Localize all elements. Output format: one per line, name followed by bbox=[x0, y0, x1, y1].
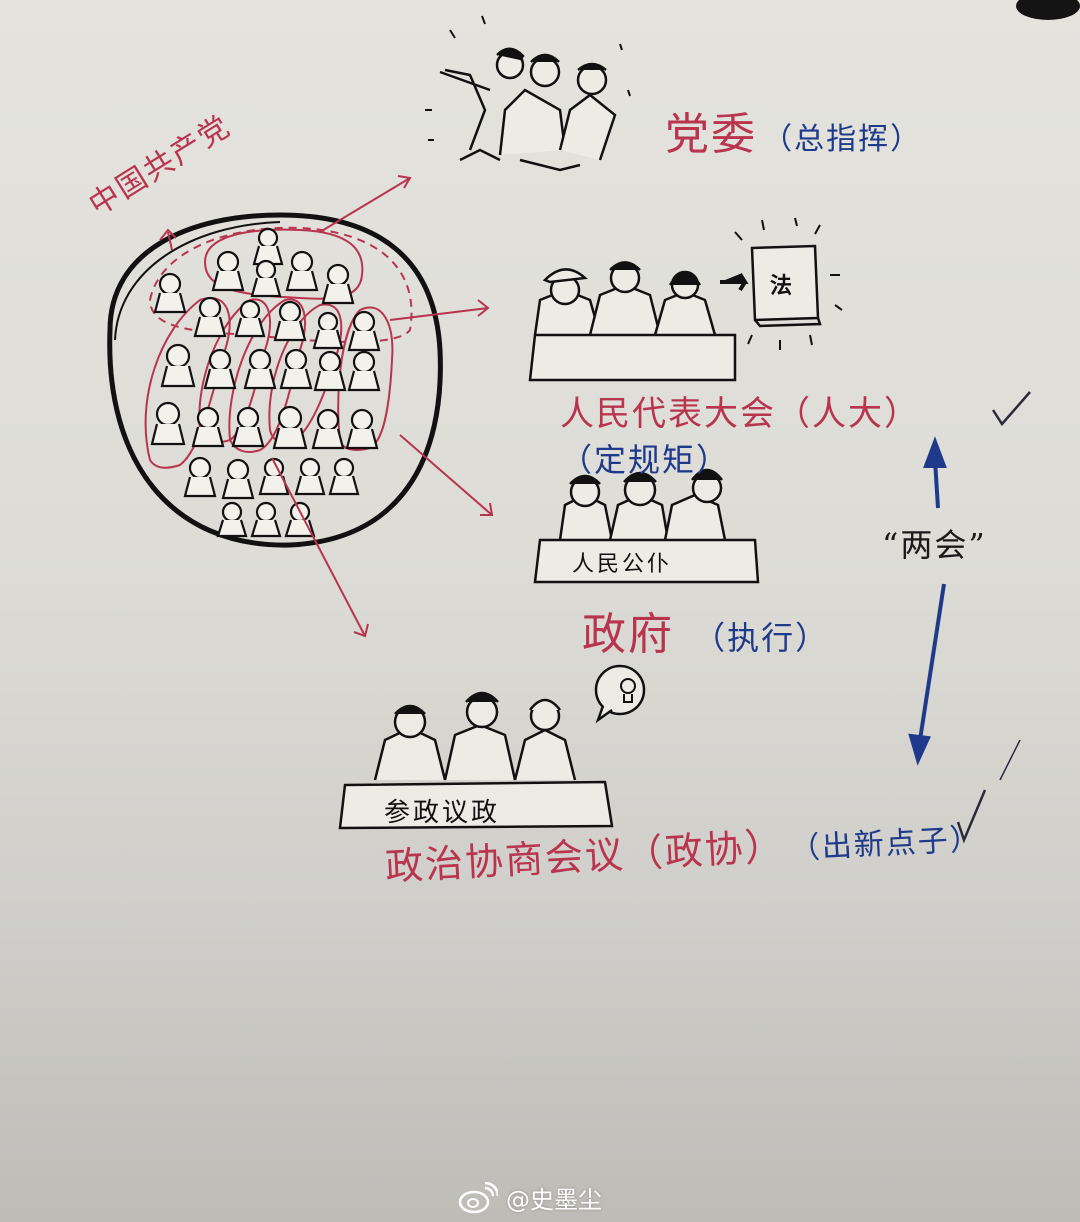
cppcc-sign-label: 参政议政 bbox=[384, 798, 501, 828]
red-arrows bbox=[271, 175, 494, 638]
party-committee-note: （总指挥） bbox=[762, 122, 923, 157]
government-illustration bbox=[533, 468, 760, 584]
government-sign-label: 人民公仆 bbox=[572, 552, 673, 577]
watermark-handle: @史墨尘 bbox=[506, 1186, 602, 1214]
cppcc-note: （出新点子） bbox=[789, 821, 983, 867]
npc-label: 人民代表大会（人大） bbox=[560, 394, 920, 434]
government-note: （执行） bbox=[693, 619, 830, 657]
emphasis-dashes bbox=[425, 15, 631, 141]
npc-note: （定规矩） bbox=[560, 441, 731, 479]
people-circle bbox=[107, 212, 443, 548]
two-sessions-label: “两会” bbox=[882, 526, 987, 564]
book-glow-lines bbox=[734, 217, 843, 350]
two-sessions-arrows bbox=[908, 436, 947, 766]
lightbulb-icon bbox=[620, 678, 636, 703]
npc-illustration bbox=[528, 244, 822, 382]
watermark: @史墨尘 bbox=[458, 1180, 602, 1215]
cppcc-sign-board bbox=[338, 780, 614, 830]
checkmarks bbox=[956, 391, 1031, 844]
arrow-to-cppcc bbox=[271, 457, 366, 637]
party-committee-label: 党委 bbox=[665, 109, 757, 160]
party-committee-node: 党委 （总指挥） bbox=[665, 98, 922, 162]
party-committee-illustration bbox=[439, 47, 617, 172]
weibo-logo-icon bbox=[458, 1181, 498, 1213]
corner-smudge bbox=[1016, 0, 1080, 20]
law-book-label: 法 bbox=[770, 274, 793, 299]
cppcc-illustration bbox=[338, 664, 646, 830]
government-label: 政府 bbox=[582, 609, 674, 660]
government-node: 政府 （执行） bbox=[582, 598, 829, 662]
arrow-to-npc bbox=[389, 307, 489, 321]
arrow-to-party-committee bbox=[319, 177, 411, 233]
npc-node: 人民代表大会（人大） （定规矩） bbox=[560, 386, 1080, 481]
government-sign-board bbox=[533, 538, 760, 584]
arrow-to-government bbox=[399, 434, 493, 516]
